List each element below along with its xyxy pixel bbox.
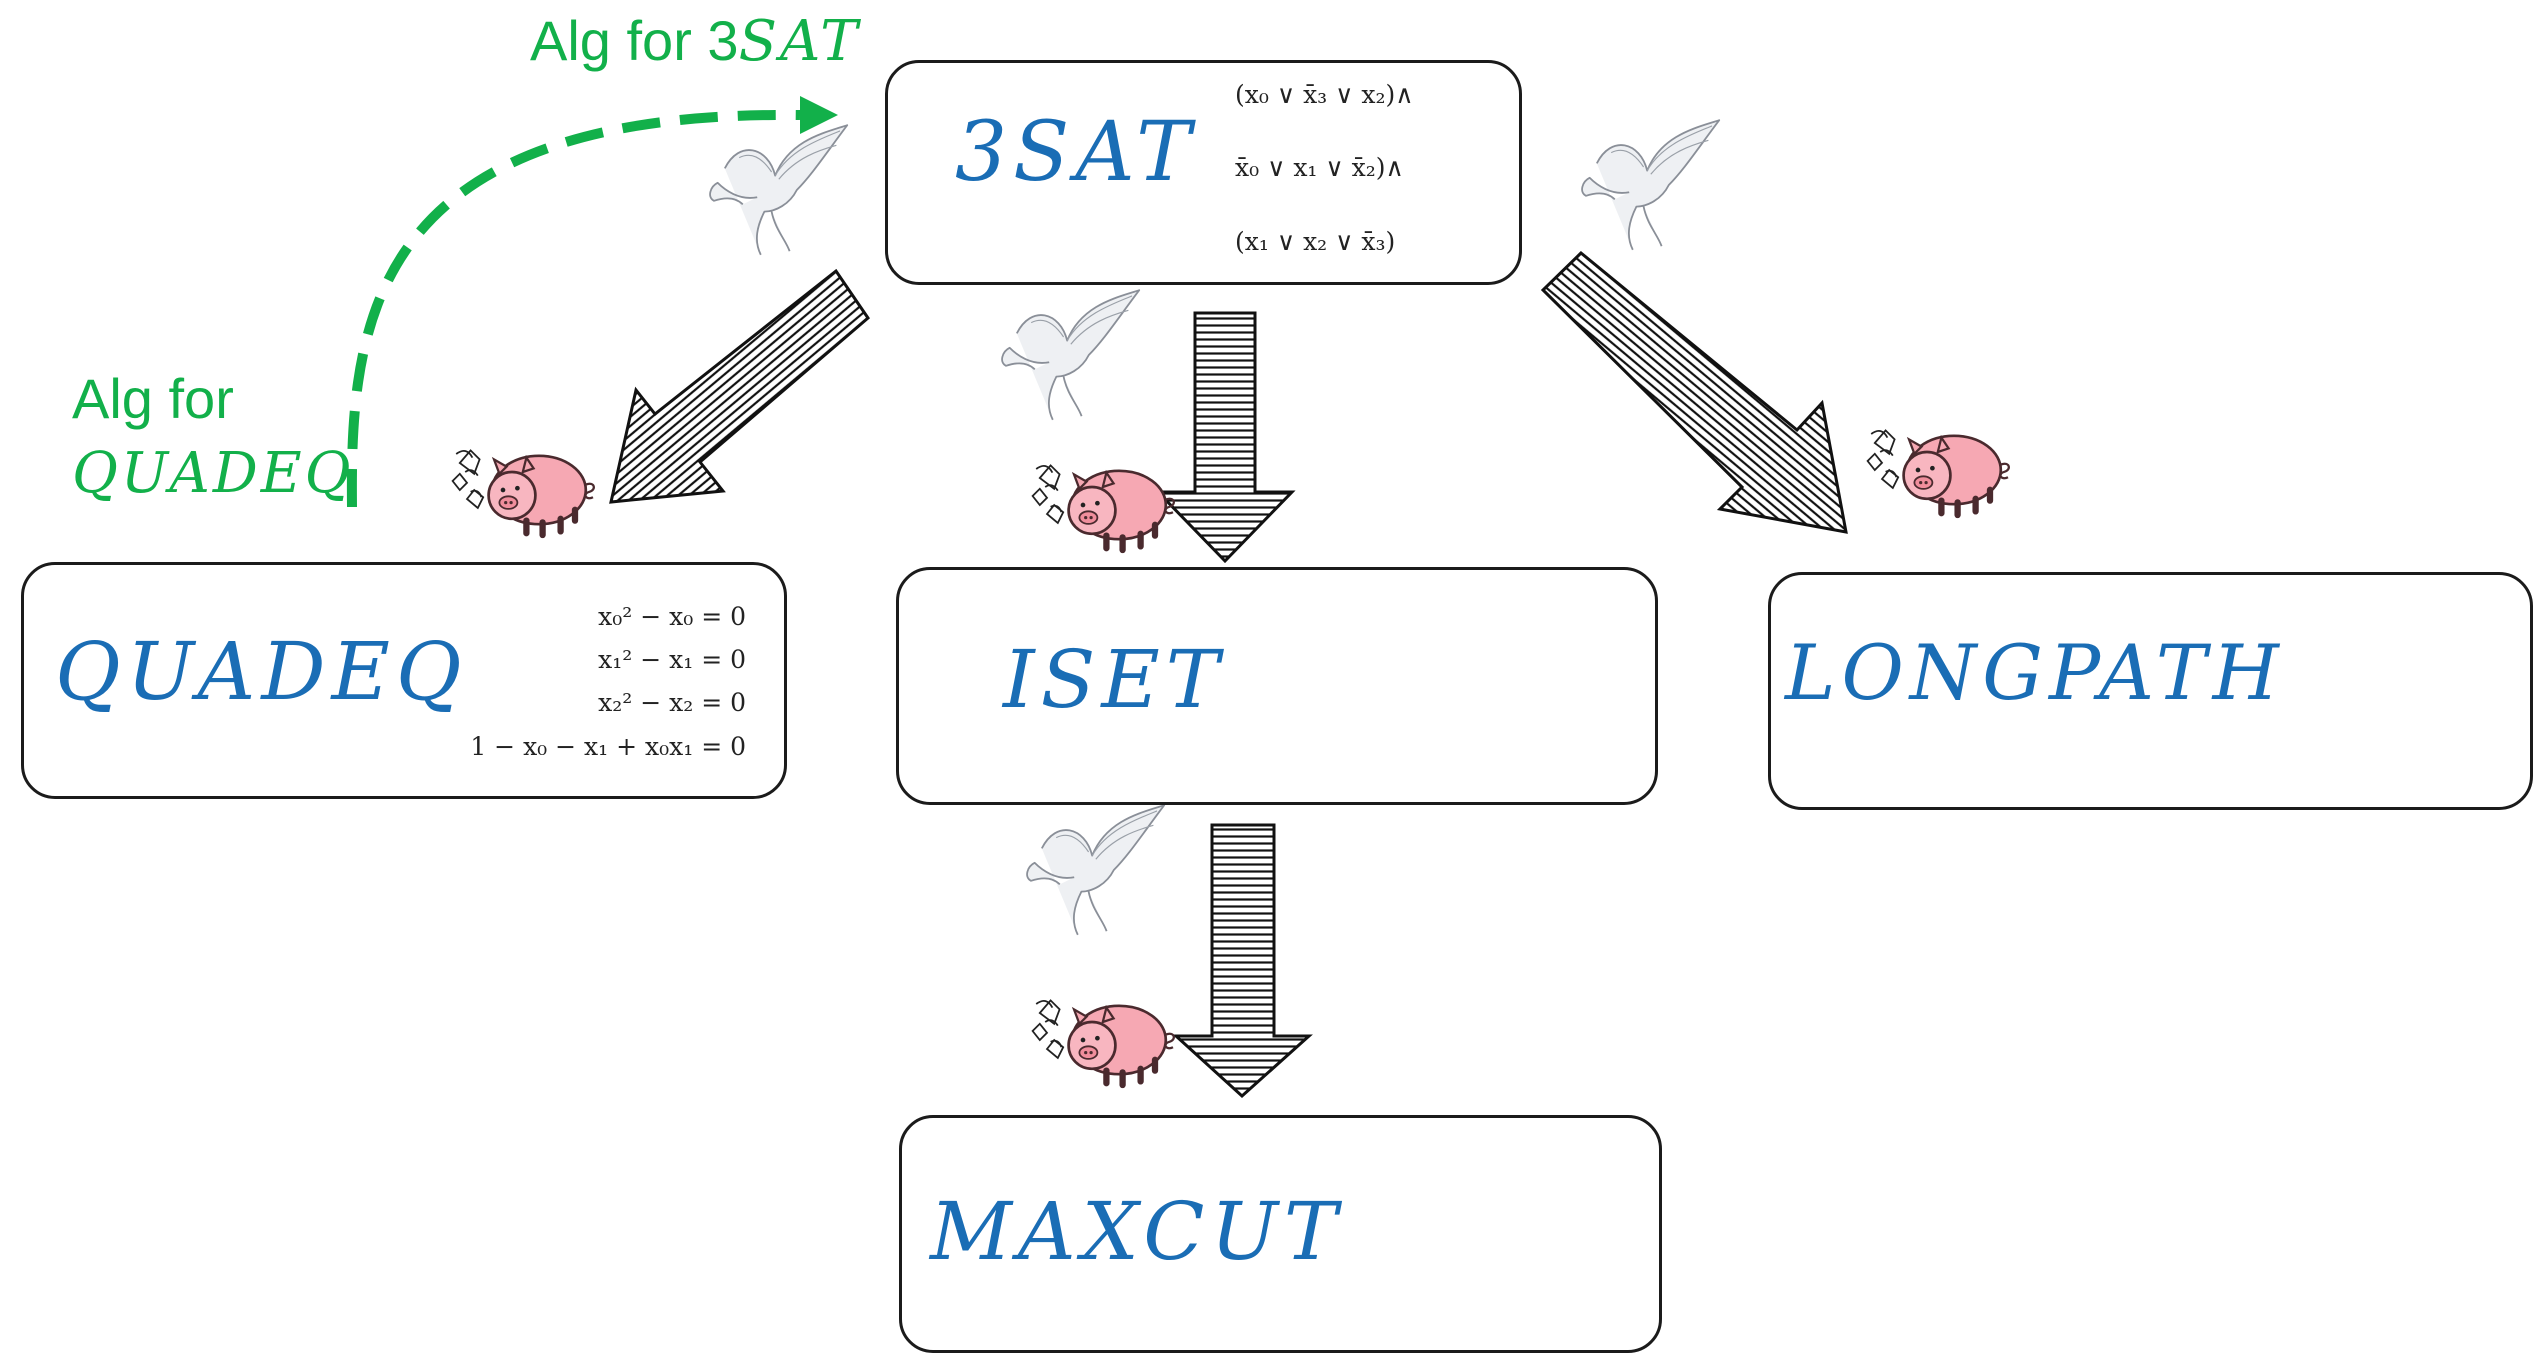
formula-line-2: x̄₀ ∨ x₁ ∨ x̄₂)∧: [1235, 153, 1404, 182]
singing-pig-icon: [1033, 1000, 1174, 1085]
iset-box: [896, 567, 1658, 805]
arrow-iset-to-maxcut: [1172, 823, 1313, 1099]
equation-1: x₀² − x₀ = 0: [598, 602, 746, 631]
maxcut-box: [899, 1115, 1662, 1353]
maxcut-title: MAXCUT: [930, 1185, 1344, 1278]
threesat-box: [885, 60, 1522, 285]
equation-2: x₁² − x₁ = 0: [598, 645, 746, 674]
iset-title: ISET: [1003, 633, 1226, 726]
longpath-title: LONGPATH: [1785, 628, 2285, 717]
alg-for-quadeq-label-line-2: QUADEQ: [72, 440, 354, 506]
quadeq-title: QUADEQ: [55, 625, 468, 718]
singing-pig-icon: [453, 450, 594, 535]
pegasus-icon: [1581, 119, 1721, 251]
alg-transformation-curve: [346, 109, 801, 508]
equation-4: 1 − x₀ − x₁ + x₀x₁ = 0: [470, 732, 746, 761]
longpath-box: [1768, 572, 2533, 810]
singing-pig-icon: [1868, 430, 2009, 515]
alg-for-3sat-prefix: Alg for 3: [530, 9, 739, 72]
formula-line-1: (x₀ ∨ x̄₃ ∨ x₂)∧: [1235, 80, 1414, 109]
arrow-3sat-to-iset: [1154, 311, 1296, 564]
quadeq-box: [21, 562, 787, 799]
formula-line-3: (x₁ ∨ x₂ ∨ x̄₃): [1235, 227, 1396, 256]
threesat-title: 3SAT: [955, 105, 1197, 200]
alg-transformation-arrowhead: [800, 96, 838, 134]
arrow-3sat-to-quadeq: [609, 268, 870, 504]
pegasus-icon: [1026, 804, 1166, 936]
alg-for-quadeq-label-line-1: Alg for: [72, 367, 234, 430]
alg-for-3sat-label: Alg for 3SAT: [530, 8, 861, 74]
arrow-3sat-to-longpath: [1540, 250, 1848, 534]
singing-pig-icon: [1033, 465, 1174, 550]
equation-3: x₂² − x₂ = 0: [598, 688, 746, 717]
pegasus-icon: [1001, 289, 1141, 421]
pegasus-icon: [709, 124, 849, 256]
alg-for-3sat-italic: SAT: [738, 9, 861, 74]
alg-for-quadeq-italic: QUADEQ: [72, 441, 354, 506]
